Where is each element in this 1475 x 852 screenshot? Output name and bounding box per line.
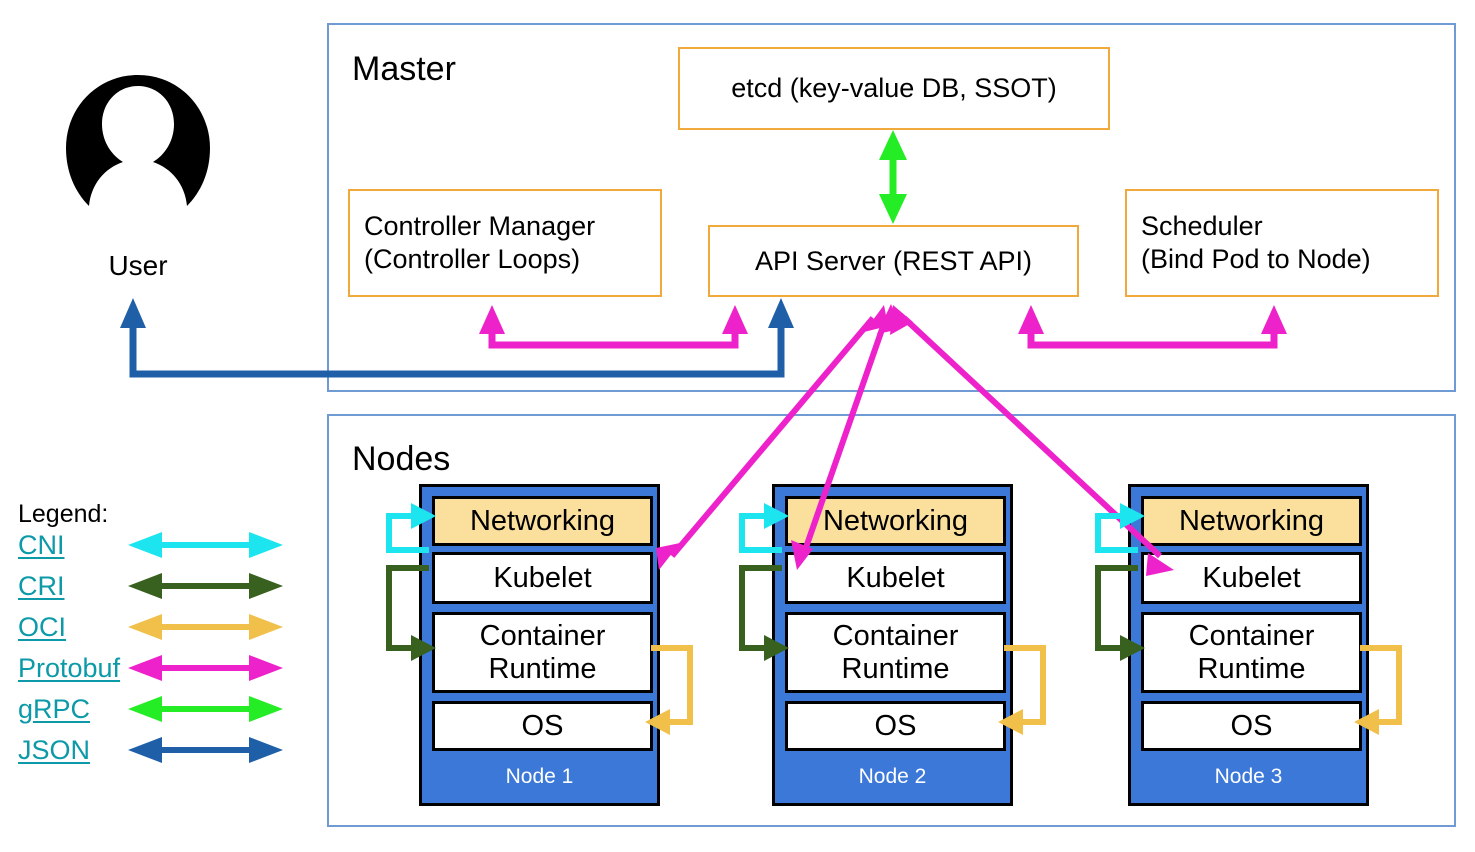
legend-arrow-grpc	[128, 696, 283, 722]
api-server-label: API Server (REST API)	[754, 245, 1033, 276]
scheduler-label-line1: Scheduler	[1141, 211, 1263, 242]
node-card-3[interactable]: Networking Kubelet Container Runtime OS …	[1128, 484, 1369, 806]
node1-os-label: OS	[521, 709, 564, 742]
node3-container-runtime-layer[interactable]: Container Runtime	[1141, 612, 1362, 693]
node3-kubelet-label: Kubelet	[1202, 561, 1301, 594]
node1-name: Node 1	[505, 765, 574, 788]
node2-kubelet-layer[interactable]: Kubelet	[785, 552, 1006, 604]
legend-arrow-cri	[128, 573, 283, 599]
master-group-label: Master	[352, 50, 456, 88]
controller-manager-label-line1: Controller Manager	[364, 211, 596, 242]
controller-manager-label-line2: (Controller Loops)	[364, 244, 581, 274]
controller-manager-box[interactable]: Controller Manager (Controller Loops)	[348, 189, 662, 297]
node3-container-runtime-label-line1: Container	[1188, 620, 1315, 653]
legend-label-oci[interactable]: OCI	[18, 612, 67, 642]
node3-networking-label: Networking	[1178, 504, 1325, 537]
legend-arrow-oci	[128, 614, 283, 640]
node2-container-runtime-layer[interactable]: Container Runtime	[785, 612, 1006, 693]
legend-arrow-cni	[128, 532, 283, 558]
etcd-label: etcd (key-value DB, SSOT)	[731, 73, 1057, 104]
user-avatar-icon	[63, 72, 213, 222]
node2-networking-layer[interactable]: Networking	[785, 496, 1006, 546]
scheduler-label-line2: (Bind Pod to Node)	[1141, 244, 1371, 274]
node3-kubelet-layer[interactable]: Kubelet	[1141, 552, 1362, 604]
node1-os-layer[interactable]: OS	[432, 701, 653, 751]
legend-label-protobuf[interactable]: Protobuf	[18, 653, 121, 683]
node1-kubelet-label: Kubelet	[493, 561, 592, 594]
api-server-box[interactable]: API Server (REST API)	[708, 225, 1079, 297]
node2-name: Node 2	[858, 765, 927, 788]
node3-container-runtime-label-line2: Runtime	[1197, 652, 1306, 685]
node2-container-runtime-label-line1: Container	[832, 620, 959, 653]
node2-os-layer[interactable]: OS	[785, 701, 1006, 751]
legend-arrow-protobuf	[128, 655, 283, 681]
node2-os-label: OS	[874, 709, 917, 742]
node1-container-runtime-label-line2: Runtime	[488, 652, 597, 685]
node-card-2[interactable]: Networking Kubelet Container Runtime OS …	[772, 484, 1013, 806]
node1-container-runtime-layer[interactable]: Container Runtime	[432, 612, 653, 693]
nodes-group-container	[327, 414, 1456, 827]
etcd-box[interactable]: etcd (key-value DB, SSOT)	[678, 47, 1110, 130]
scheduler-box[interactable]: Scheduler (Bind Pod to Node)	[1125, 189, 1439, 297]
node3-networking-layer[interactable]: Networking	[1141, 496, 1362, 546]
node1-container-runtime-label-line1: Container	[479, 620, 606, 653]
node2-container-runtime-label-line2: Runtime	[841, 652, 950, 685]
nodes-group-label: Nodes	[352, 440, 451, 478]
legend-title: Legend:	[18, 500, 109, 528]
legend-label-grpc[interactable]: gRPC	[18, 694, 91, 724]
legend-arrow-json	[128, 737, 283, 763]
legend-label-cri[interactable]: CRI	[18, 571, 65, 601]
node1-kubelet-layer[interactable]: Kubelet	[432, 552, 653, 604]
node-card-1[interactable]: Networking Kubelet Container Runtime OS …	[419, 484, 660, 806]
node3-name: Node 3	[1214, 765, 1283, 788]
node1-networking-layer[interactable]: Networking	[432, 496, 653, 546]
user-label: User	[108, 250, 168, 281]
legend-label-json[interactable]: JSON	[18, 735, 91, 765]
node1-networking-label: Networking	[469, 504, 616, 537]
legend-label-cni[interactable]: CNI	[18, 530, 65, 560]
node3-os-label: OS	[1230, 709, 1273, 742]
node2-networking-label: Networking	[822, 504, 969, 537]
master-group-container	[327, 23, 1456, 392]
node3-os-layer[interactable]: OS	[1141, 701, 1362, 751]
node2-kubelet-label: Kubelet	[846, 561, 945, 594]
